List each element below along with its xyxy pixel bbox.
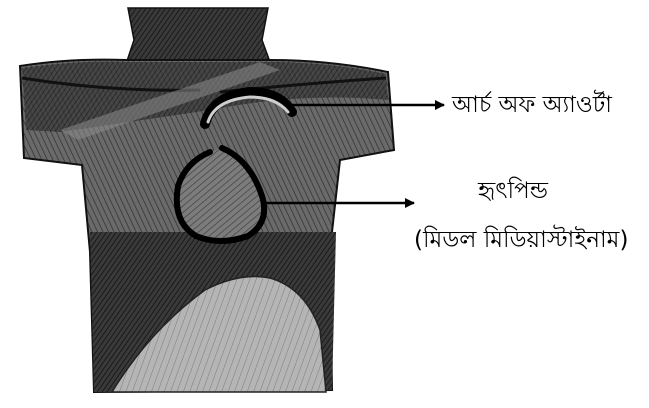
neck [126, 8, 270, 64]
aortic-arch-label: আর্চ অফ অ্যাওর্টা [452, 94, 612, 117]
heart-label: হৃৎপিন্ড [478, 180, 548, 203]
middle-mediastinum-label: (মিডল মিডিয়াস্টাইনাম) [414, 229, 628, 252]
